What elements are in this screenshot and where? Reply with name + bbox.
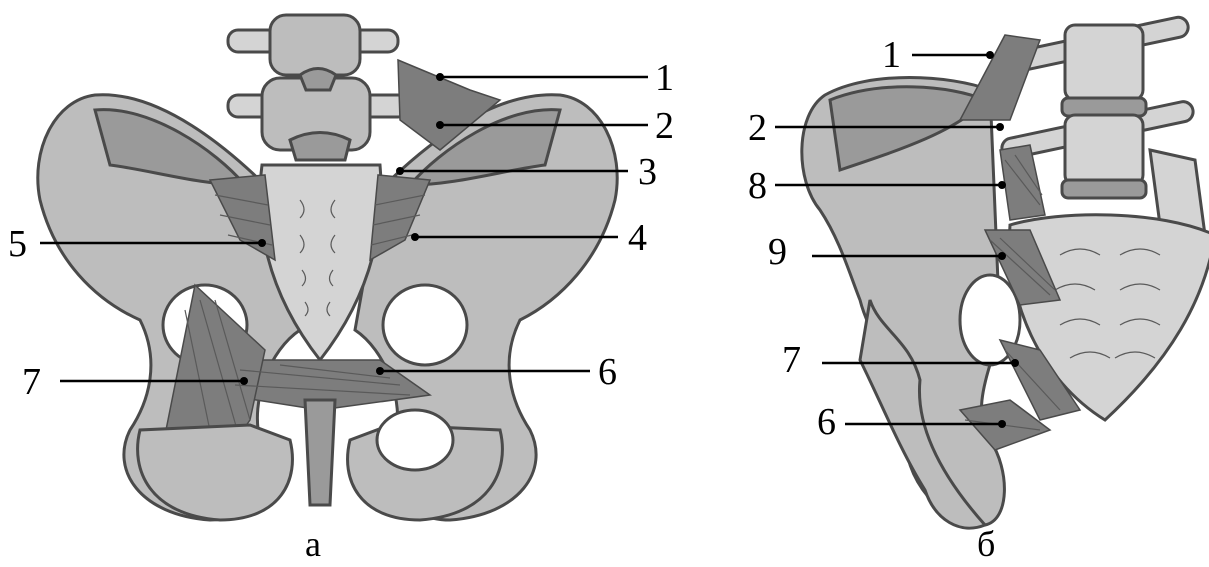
panel-a-label-4: 4 <box>628 217 647 259</box>
panel-b-label-7: 7 <box>782 339 801 381</box>
lumbar-vertebrae <box>228 15 408 160</box>
panel-b-caption: б <box>977 524 995 564</box>
panel-b-label-1: 1 <box>882 34 901 76</box>
panel-b-illustration <box>802 15 1209 528</box>
panel-a-label-1: 1 <box>655 57 674 99</box>
panel-a-caption: а <box>305 524 321 564</box>
panel-a-label-7: 7 <box>22 361 41 403</box>
panel-b-label-6: 6 <box>817 401 836 443</box>
panel-b-label-2: 2 <box>748 107 767 149</box>
right-lower-foramen <box>377 410 453 470</box>
panel-a-label-2: 2 <box>655 105 674 147</box>
panel-a-label-3: 3 <box>638 151 657 193</box>
panel-a-illustration <box>38 15 617 520</box>
panel-b-label-9: 9 <box>768 231 787 273</box>
panel-a-label-6: 6 <box>598 351 617 393</box>
panel-a-label-5: 5 <box>8 223 27 265</box>
iliolumbar-ligament-side <box>960 35 1040 120</box>
panel-b-label-8: 8 <box>748 165 767 207</box>
right-obturator-foramen <box>383 285 467 365</box>
